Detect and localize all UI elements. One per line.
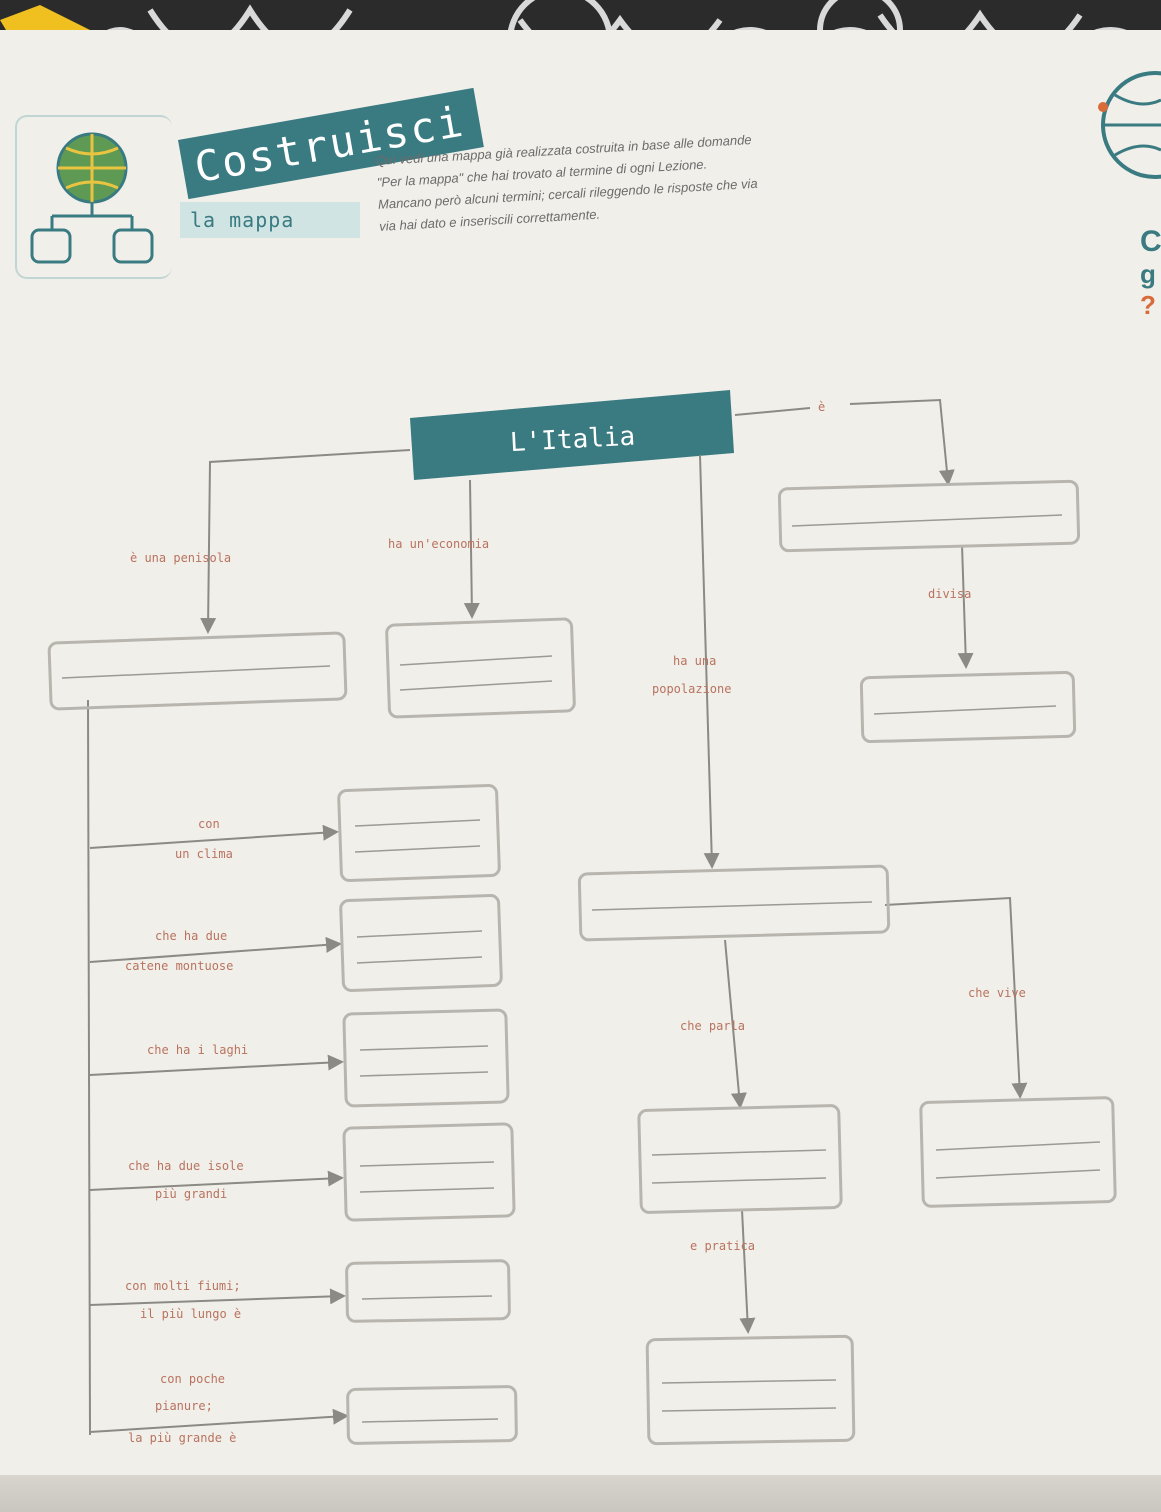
workbook-page [0, 30, 1161, 1512]
link-label: un clima [175, 847, 233, 861]
link-label: divisa [928, 587, 971, 601]
connector [89, 1054, 344, 1076]
answer-box-top-right[interactable] [777, 479, 1081, 553]
connector [734, 398, 948, 482]
answer-box-religion[interactable] [645, 1334, 856, 1446]
connector [87, 699, 91, 1436]
link-label: che ha i laghi [147, 1043, 248, 1057]
next-page-margin: C g ? [1140, 225, 1161, 321]
connector [463, 479, 480, 619]
link-label: che vive [968, 986, 1026, 1000]
link-label: il più lungo è [140, 1307, 241, 1321]
link-label: con molti fiumi; [125, 1279, 241, 1293]
link-label: che ha due [155, 929, 227, 943]
connector [89, 1288, 346, 1306]
answer-box-language[interactable] [637, 1104, 843, 1214]
margin-letter: C [1140, 225, 1161, 258]
link-label: con poche [160, 1372, 225, 1386]
connector [739, 1209, 756, 1334]
connector [200, 449, 411, 634]
link-label: è una penisola [130, 551, 231, 565]
central-node-label: L'Italia [509, 422, 636, 459]
section-subtitle: la mappa [180, 202, 360, 238]
link-label: e pratica [690, 1239, 755, 1253]
connector [724, 939, 747, 1109]
answer-box-population[interactable] [577, 864, 891, 942]
section-subtitle-text: la mappa [190, 208, 295, 232]
connector [89, 1170, 344, 1191]
margin-letter: g [1140, 259, 1156, 289]
page-edge [0, 1475, 1161, 1512]
connector [89, 936, 342, 963]
answer-box-living[interactable] [919, 1096, 1117, 1208]
answer-box-plain[interactable] [346, 1385, 518, 1445]
link-label: con [198, 817, 220, 831]
link-label: la più grande è [128, 1431, 236, 1445]
link-label: ha un'economia [388, 537, 489, 551]
connector [89, 1408, 349, 1433]
link-label: pianure; [155, 1399, 213, 1413]
link-label: che parla [680, 1019, 745, 1033]
corner-globe-icon [1098, 71, 1161, 179]
answer-box-economy[interactable] [385, 617, 576, 719]
margin-letter: ? [1140, 290, 1156, 320]
connector [957, 544, 974, 669]
answer-box-climate[interactable] [337, 784, 501, 882]
answer-box-mountains[interactable] [339, 894, 503, 992]
link-label: è [818, 400, 825, 414]
answer-box-peninsula[interactable] [47, 631, 348, 711]
globe-hierarchy-icon [30, 132, 154, 264]
answer-box-islands[interactable] [342, 1122, 516, 1222]
link-label: che ha due isole [128, 1159, 244, 1173]
link-label: più grandi [155, 1187, 227, 1201]
connector [884, 896, 1028, 1099]
link-label: popolazione [652, 682, 731, 696]
answer-box-river[interactable] [345, 1259, 511, 1323]
answer-box-lakes[interactable] [342, 1008, 510, 1108]
header-frame [15, 115, 172, 279]
link-label: ha una [673, 654, 716, 668]
link-label: catene montuose [125, 959, 233, 973]
connector [699, 454, 720, 869]
answer-box-regions[interactable] [859, 670, 1077, 744]
connector [89, 824, 339, 849]
central-node: L'Italia [410, 390, 734, 480]
